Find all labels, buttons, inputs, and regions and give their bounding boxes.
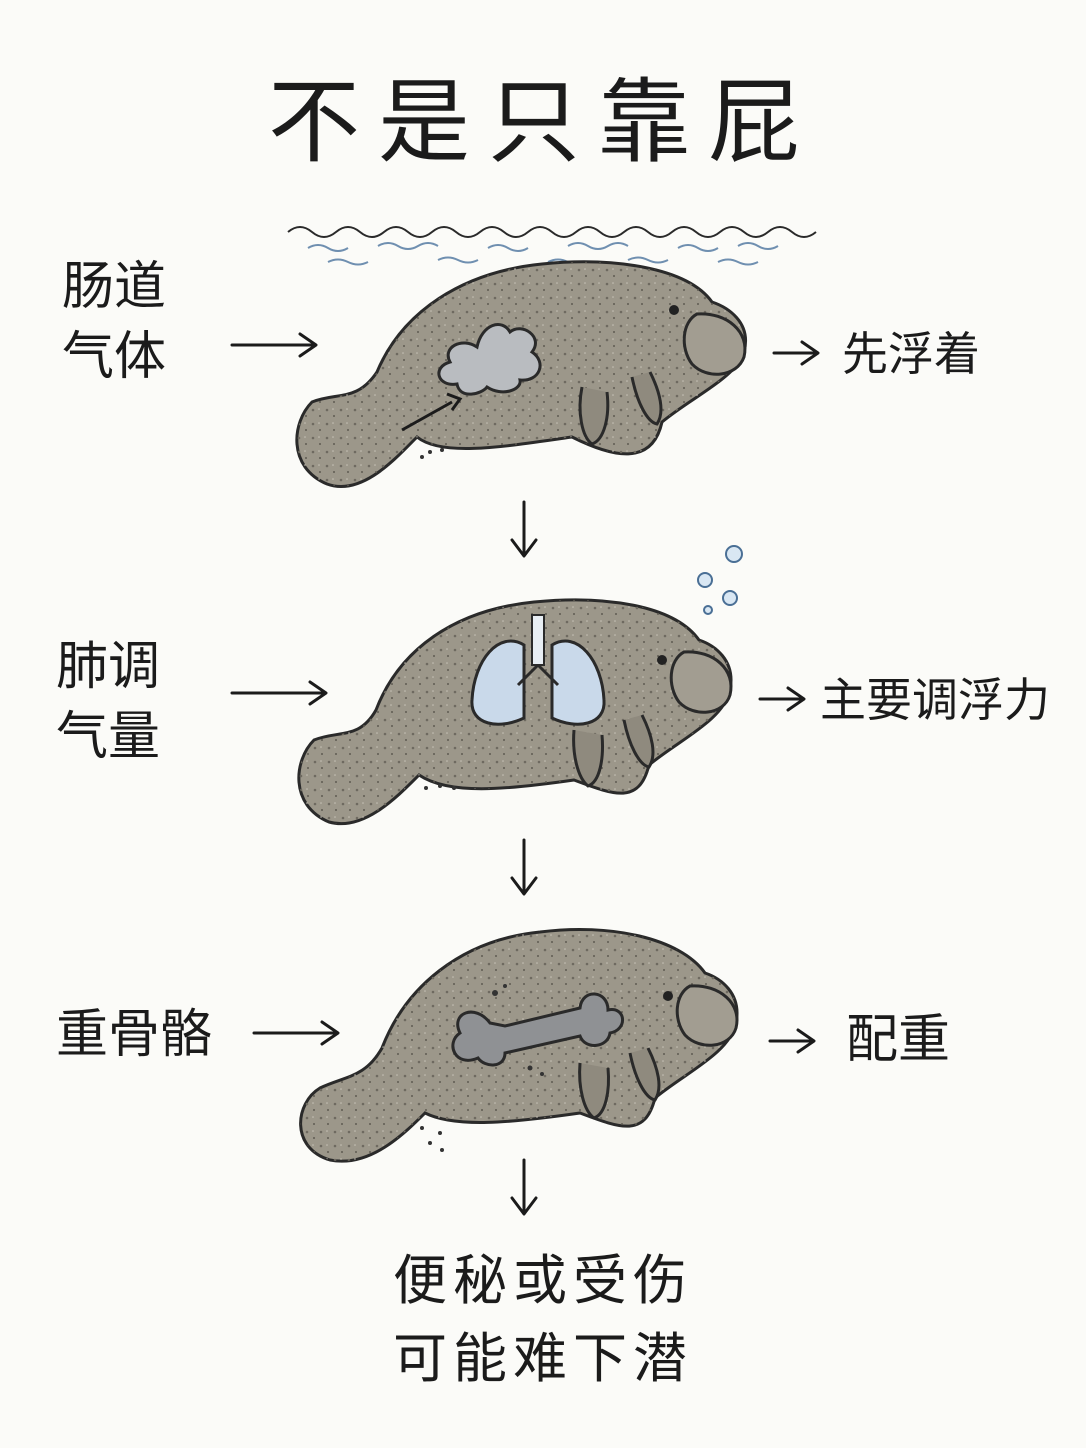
step1-label-line1: 肠道 bbox=[62, 257, 167, 317]
conclusion-line1: 便秘或受伤 bbox=[393, 1249, 693, 1312]
manatee-gas-illustration bbox=[295, 260, 747, 488]
step2-result: 主要调浮力 bbox=[820, 673, 1050, 727]
step2-input-arrow-icon bbox=[230, 680, 328, 706]
step2-output-arrow-icon bbox=[758, 686, 806, 712]
manatee-bone-illustration bbox=[299, 927, 739, 1163]
step3-label: 重骨骼 bbox=[56, 1000, 212, 1070]
step2-label: 肺调 气量 bbox=[56, 632, 160, 772]
conclusion: 便秘或受伤 可能难下潜 bbox=[0, 1242, 1086, 1398]
step3-label-line1: 重骨骼 bbox=[56, 1005, 213, 1065]
bubbles-icon bbox=[697, 545, 743, 615]
down-arrow-icon bbox=[510, 500, 538, 558]
step1-label-line2: 气体 bbox=[62, 327, 167, 387]
step3-output-arrow-icon bbox=[768, 1028, 816, 1054]
conclusion-line2: 可能难下潜 bbox=[393, 1327, 693, 1390]
step1-output-arrow-icon bbox=[772, 340, 820, 366]
step1-result: 先浮着 bbox=[842, 327, 980, 381]
step2-label-line2: 气量 bbox=[56, 707, 161, 767]
step3-input-arrow-icon bbox=[252, 1020, 340, 1046]
down-arrow-icon bbox=[510, 838, 538, 896]
step1-input-arrow-icon bbox=[230, 332, 318, 358]
step2-label-line1: 肺调 bbox=[56, 637, 161, 697]
water-surface-icon bbox=[287, 226, 817, 266]
page-title: 不是只靠屁 bbox=[267, 69, 818, 176]
step1-label: 肠道 气体 bbox=[62, 252, 166, 392]
down-arrow-icon bbox=[510, 1158, 538, 1216]
step3-result: 配重 bbox=[846, 1010, 951, 1070]
manatee-lungs-illustration bbox=[297, 598, 733, 826]
